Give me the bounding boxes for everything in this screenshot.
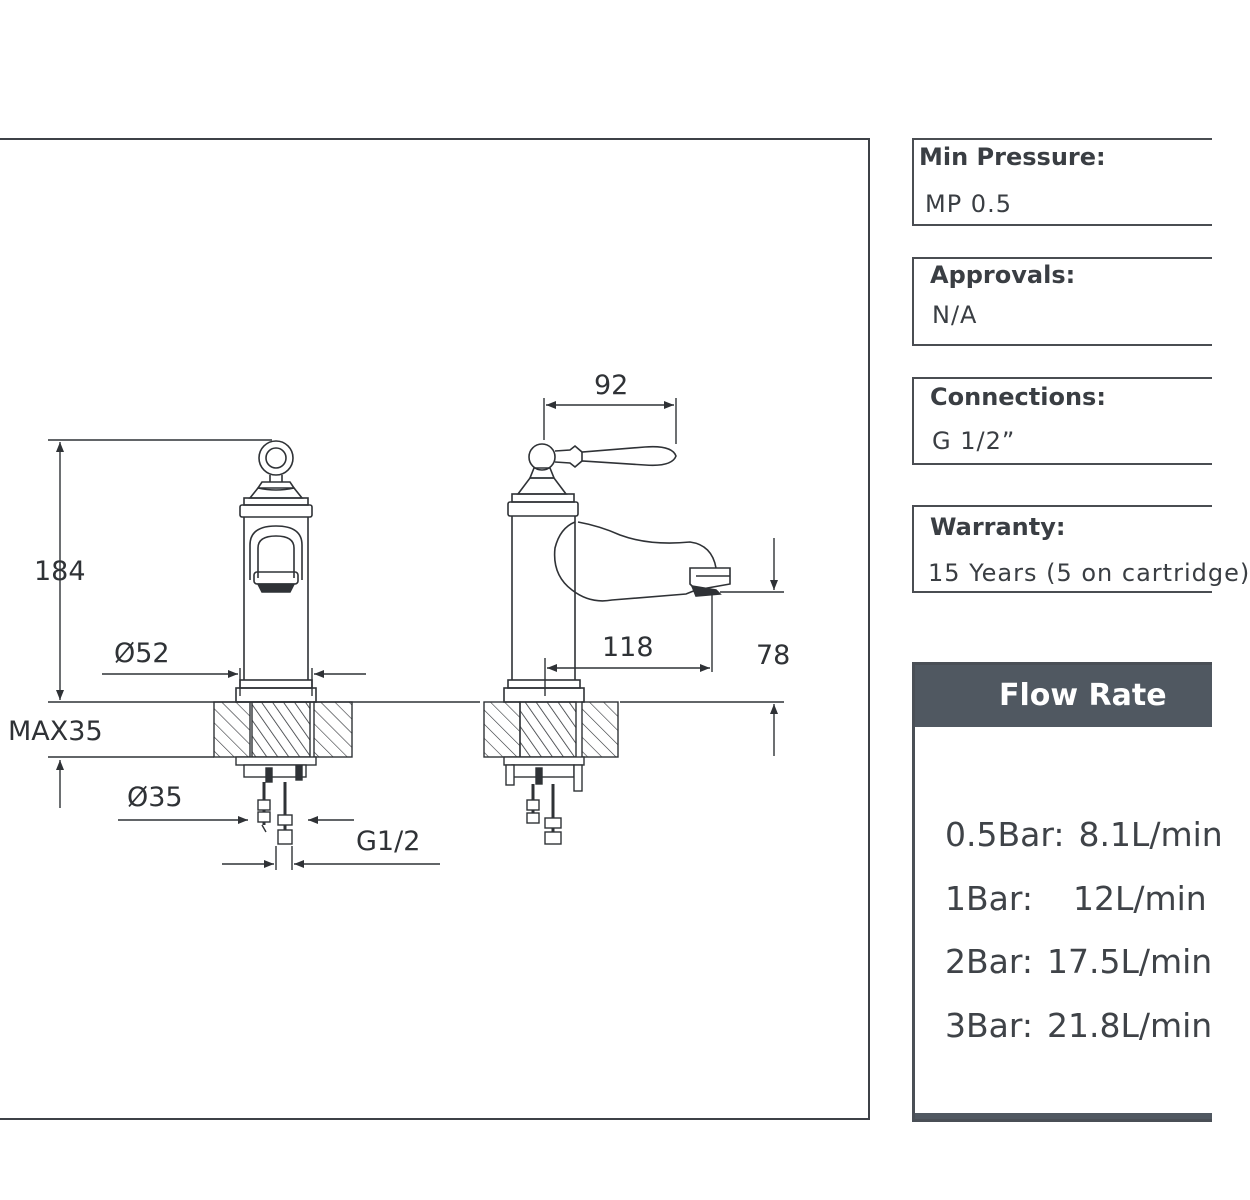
side-view	[503, 443, 731, 703]
dim-spout-reach: 118	[602, 632, 654, 663]
front-countertop-section	[213, 701, 353, 845]
drawing-frame	[0, 138, 870, 1120]
dim-hole-diameter: Ø35	[127, 782, 183, 813]
flow-value: 21.8L/min	[1046, 1006, 1213, 1045]
flow-rate-panel: Flow Rate 0.5Bar: 8.1L/min 1Bar: 12L/min 2…	[912, 662, 1223, 1122]
front-view	[235, 440, 317, 703]
spec-label: Approvals:	[930, 261, 1076, 289]
flow-pressure: 2Bar:	[945, 942, 1033, 981]
technical-drawing: 184 Ø52 MAX35 Ø35 G1/2	[8, 370, 790, 870]
flow-rate-bottom-bar	[915, 1113, 1212, 1119]
flow-rate-row: 0.5Bar: 8.1L/min	[945, 815, 1223, 854]
spec-label: Warranty:	[930, 513, 1066, 541]
dim-lever-reach: 92	[594, 370, 628, 401]
side-countertop-section	[483, 701, 619, 845]
spec-min-pressure: Min Pressure: MP 0.5	[912, 138, 1212, 226]
side-dimension-lines	[543, 398, 784, 756]
spec-value: N/A	[932, 301, 978, 329]
dim-body-diameter: Ø52	[114, 638, 170, 669]
flow-pressure: 3Bar:	[945, 1006, 1033, 1045]
dim-spout-height: 78	[756, 640, 790, 671]
spec-approvals: Approvals: N/A	[912, 257, 1212, 346]
front-dimension-lines	[48, 439, 480, 870]
dim-max-thickness: MAX35	[8, 716, 103, 747]
flow-value: 12L/min	[1072, 879, 1207, 918]
spec-value: MP 0.5	[925, 190, 1012, 218]
flow-pressure: 0.5Bar:	[945, 815, 1065, 854]
dim-connection-thread: G1/2	[356, 826, 420, 857]
flow-value: 17.5L/min	[1046, 942, 1213, 981]
flow-value: 8.1L/min	[1078, 815, 1223, 854]
flow-rate-row: 3Bar: 21.8L/min	[945, 1006, 1212, 1045]
flow-rate-row: 2Bar: 17.5L/min	[945, 942, 1212, 981]
spec-value: 15 Years (5 on cartridge)	[928, 559, 1250, 587]
spec-warranty: Warranty: 15 Years (5 on cartridge)	[912, 505, 1249, 593]
dim-overall-height: 184	[34, 556, 86, 587]
spec-label: Min Pressure:	[919, 143, 1106, 171]
spec-value: G 1/2”	[932, 427, 1016, 455]
flow-rate-row: 1Bar: 12L/min	[945, 879, 1207, 918]
spec-label: Connections:	[930, 383, 1106, 411]
flow-rate-title: Flow Rate	[999, 678, 1167, 713]
flow-pressure: 1Bar:	[945, 879, 1033, 918]
flow-rate-header: Flow Rate	[915, 665, 1212, 727]
spec-connections: Connections: G 1/2”	[912, 377, 1212, 465]
